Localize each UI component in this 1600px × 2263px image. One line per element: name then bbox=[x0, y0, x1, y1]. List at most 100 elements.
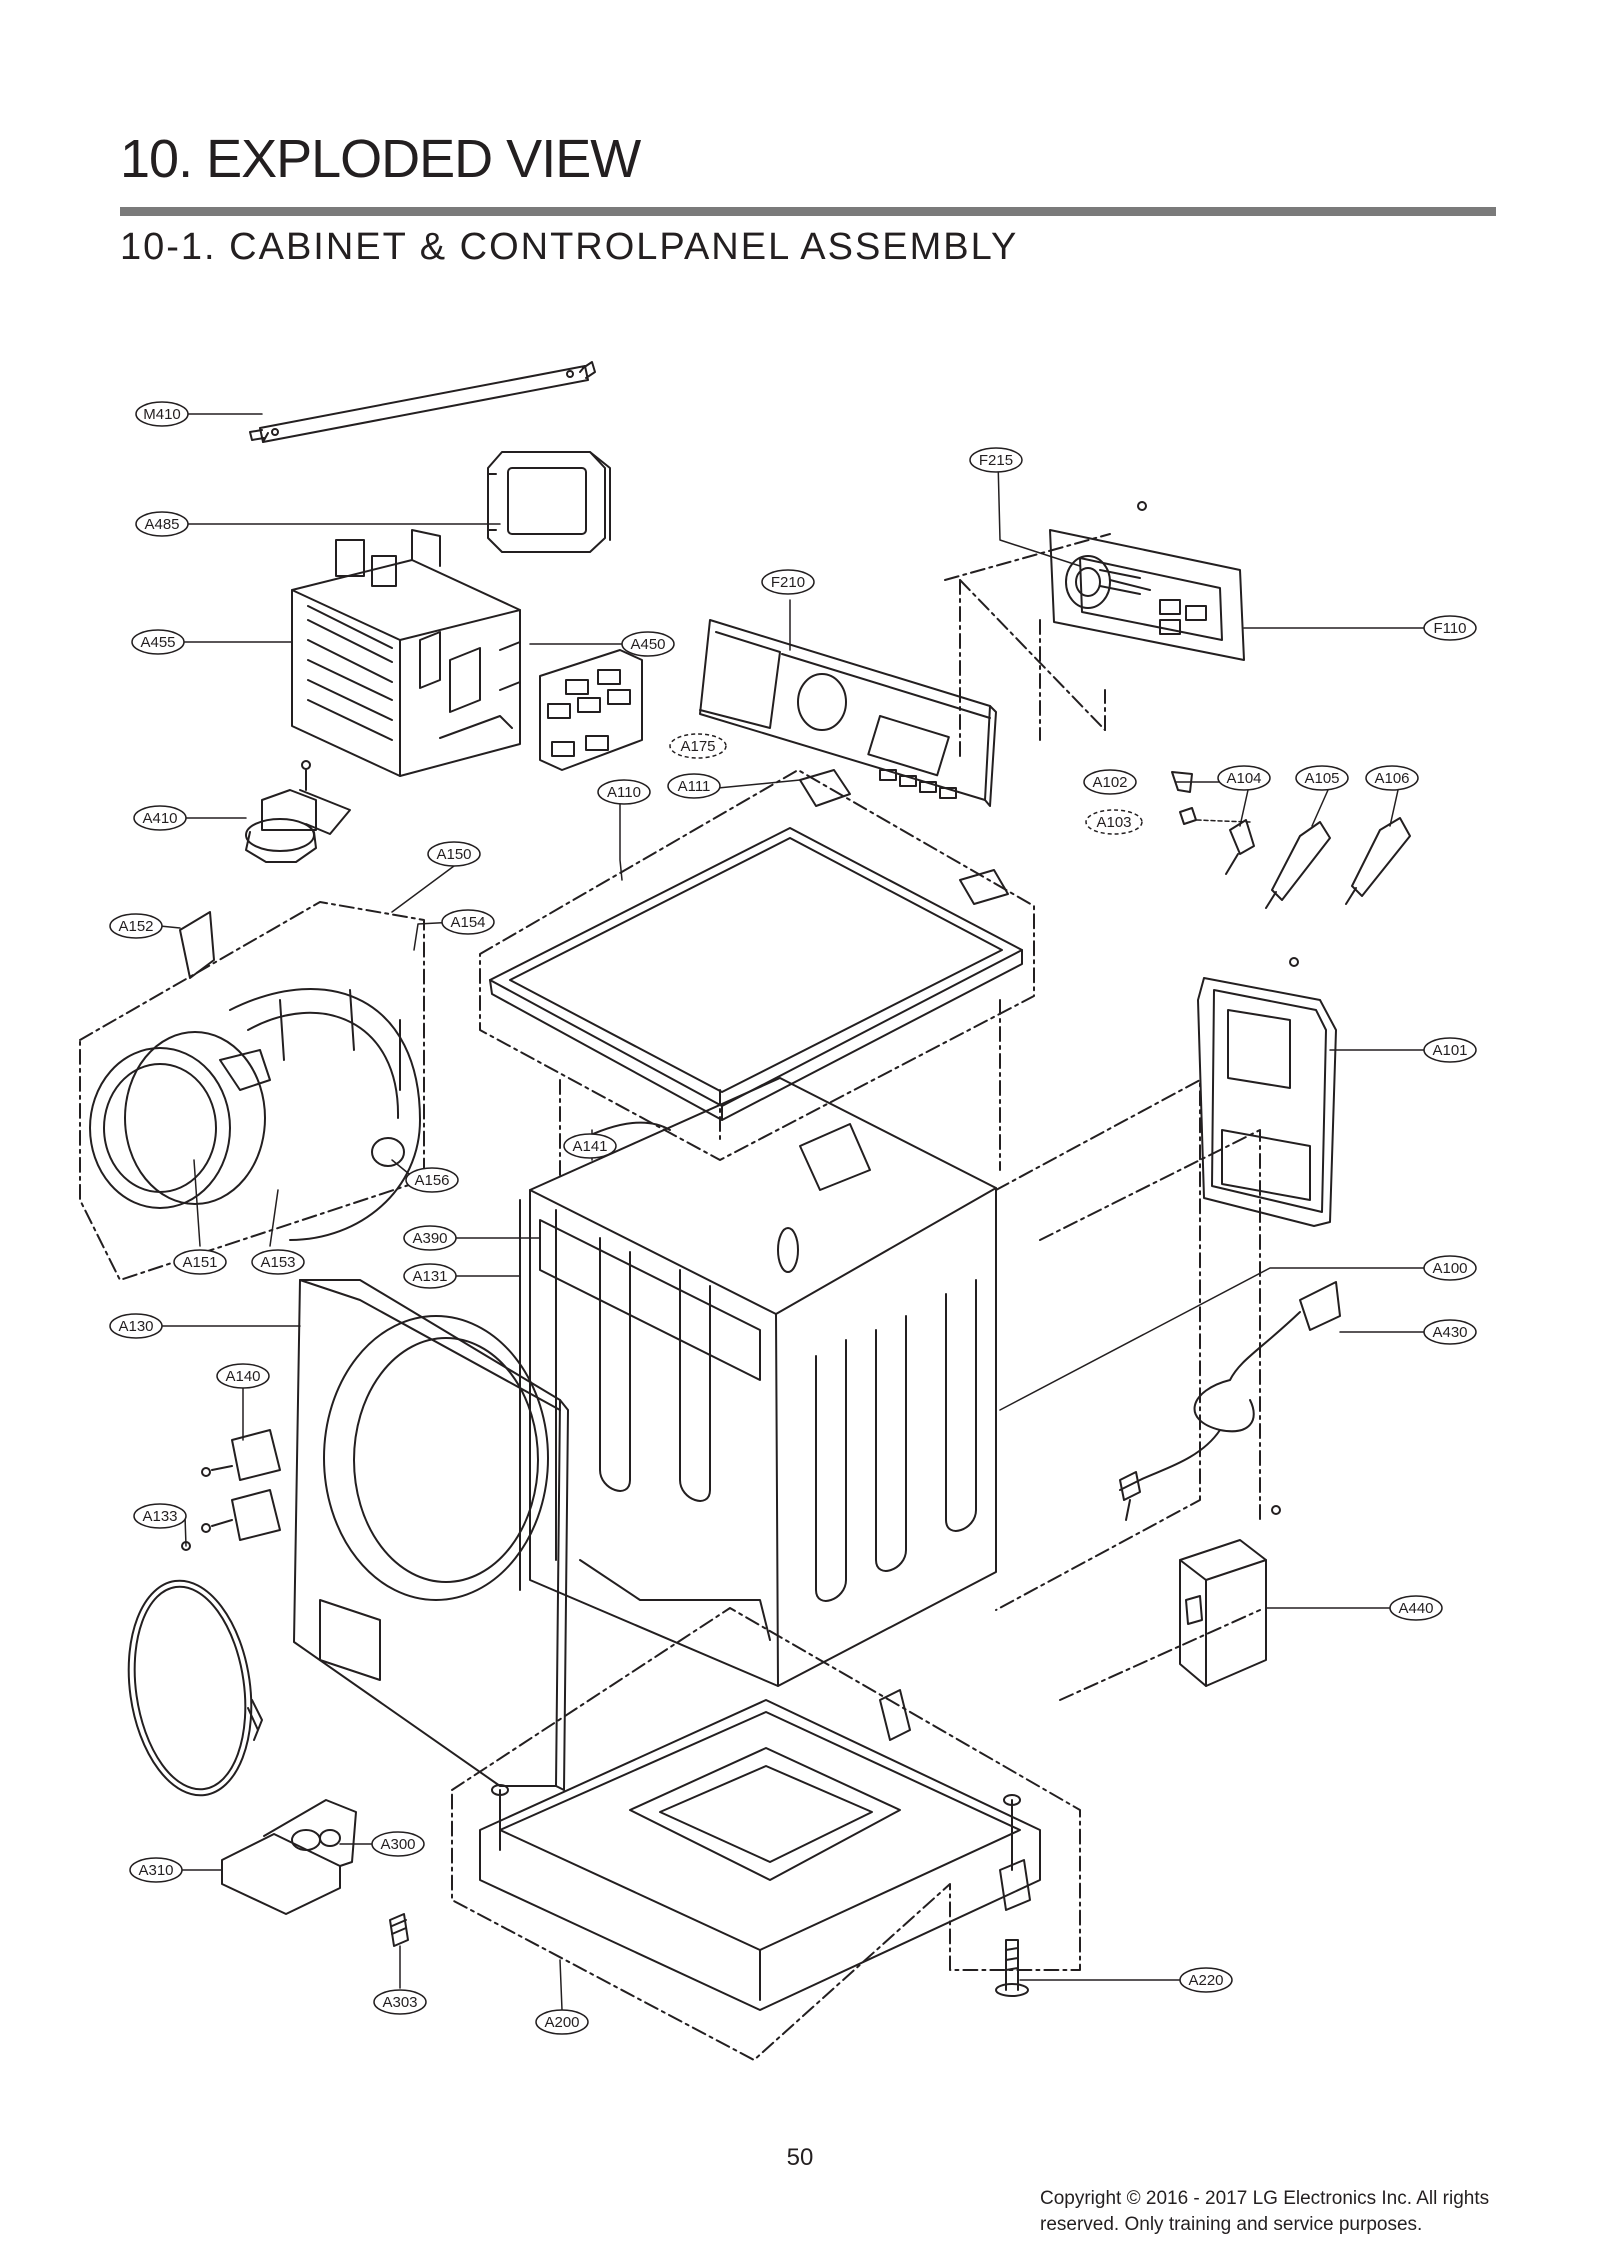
callout-label: M410 bbox=[143, 406, 181, 423]
copyright-line: reserved. Only training and service purp… bbox=[1040, 2214, 1423, 2235]
callout-label: A105 bbox=[1304, 770, 1339, 787]
callout-a133: A133 bbox=[133, 1503, 187, 1529]
callout-a111: A111 bbox=[667, 773, 721, 799]
callout-label: A151 bbox=[182, 1254, 217, 1271]
callout-a410: A410 bbox=[133, 805, 187, 831]
callout-a102: A102 bbox=[1083, 769, 1137, 795]
knob-assembly-part bbox=[1065, 501, 1151, 609]
callout-label: A450 bbox=[630, 636, 665, 653]
callout-label: A310 bbox=[138, 1862, 173, 1879]
callout-label: A430 bbox=[1432, 1324, 1467, 1341]
copyright-notice: Copyright © 2016 - 2017 LG Electronics I… bbox=[1040, 2186, 1540, 2238]
callout-label: F210 bbox=[771, 574, 805, 591]
callout-a154: A154 bbox=[441, 909, 495, 935]
callout-label: A130 bbox=[118, 1318, 153, 1335]
callout-a300: A300 bbox=[371, 1831, 425, 1857]
small-valve-parts bbox=[1171, 771, 1411, 909]
callout-a150: A150 bbox=[427, 841, 481, 867]
callout-a310: A310 bbox=[129, 1857, 183, 1883]
diagram-drawing bbox=[79, 361, 1425, 2061]
callout-label: A102 bbox=[1092, 774, 1127, 791]
harness-clips-part bbox=[539, 649, 643, 771]
callout-label: A133 bbox=[142, 1508, 177, 1525]
page-title: 10. EXPLODED VIEW bbox=[120, 129, 641, 189]
callout-a104: A104 bbox=[1217, 765, 1271, 791]
callout-label: A140 bbox=[225, 1368, 260, 1385]
callout-label: A390 bbox=[412, 1230, 447, 1247]
callout-f210: F210 bbox=[761, 569, 815, 595]
callout-a100: A100 bbox=[1423, 1255, 1477, 1281]
callout-a140: A140 bbox=[216, 1363, 270, 1389]
power-cord-part bbox=[1119, 1281, 1341, 1521]
callout-a156: A156 bbox=[405, 1167, 459, 1193]
callout-a220: A220 bbox=[1179, 1967, 1233, 1993]
panel-mounting-lines bbox=[944, 533, 1111, 761]
callout-label: A103 bbox=[1096, 814, 1131, 831]
callout-label: A131 bbox=[412, 1268, 447, 1285]
main-pcb-box-part bbox=[291, 529, 521, 777]
callout-m410: M410 bbox=[135, 401, 189, 427]
callout-label: F215 bbox=[979, 452, 1013, 469]
copyright-line: Copyright © 2016 - 2017 LG Electronics I… bbox=[1040, 2188, 1490, 2209]
callout-label: A303 bbox=[382, 1994, 417, 2011]
page-number: 50 bbox=[786, 2144, 814, 2171]
leveling-foot-part bbox=[995, 1939, 1029, 1997]
callout-a110: A110 bbox=[597, 779, 651, 805]
callout-a152: A152 bbox=[109, 913, 163, 939]
door-gasket-ring-part bbox=[127, 1541, 263, 1797]
top-bracket-part bbox=[249, 361, 596, 443]
callout-label: A100 bbox=[1432, 1260, 1467, 1277]
callout-label: A153 bbox=[260, 1254, 295, 1271]
base-dash-outline bbox=[451, 1607, 1081, 2061]
section-title: 10-1. CABINET & CONTROLPANEL ASSEMBLY bbox=[120, 226, 1019, 268]
back-panel-part bbox=[1197, 957, 1337, 1227]
callout-a440: A440 bbox=[1389, 1595, 1443, 1621]
callout-a450: A450 bbox=[621, 631, 675, 657]
door-hinge-part bbox=[201, 1429, 281, 1541]
top-cover-part bbox=[489, 827, 1023, 1121]
callout-label: A106 bbox=[1374, 770, 1409, 787]
callout-label: A175 bbox=[680, 738, 715, 755]
callout-a141: A141 bbox=[563, 1133, 617, 1159]
callout-label: A200 bbox=[544, 2014, 579, 2031]
door-assembly-dash-outline bbox=[79, 901, 425, 1281]
callout-a105: A105 bbox=[1295, 765, 1349, 791]
callout-label: A410 bbox=[142, 810, 177, 827]
callout-label: A141 bbox=[572, 1138, 607, 1155]
callout-label: A104 bbox=[1226, 770, 1261, 787]
title-divider bbox=[120, 207, 1496, 216]
callout-label: A152 bbox=[118, 918, 153, 935]
callout-a101: A101 bbox=[1423, 1037, 1477, 1063]
callout-labels: M410 A485 A455 A450 F215 F210 F110 A175 … bbox=[109, 401, 1477, 2035]
filter-cover-part bbox=[221, 1799, 357, 1915]
door-assembly-part bbox=[89, 911, 421, 1241]
callout-a390: A390 bbox=[403, 1225, 457, 1251]
filter-cap-part bbox=[389, 1913, 409, 1947]
callout-a153: A153 bbox=[251, 1249, 305, 1275]
callout-a200: A200 bbox=[535, 2009, 589, 2035]
callout-a130: A130 bbox=[109, 1313, 163, 1339]
hinge-part bbox=[799, 769, 1009, 905]
base-frame-part bbox=[479, 1689, 1041, 2011]
front-panel-part bbox=[293, 1279, 569, 1791]
callout-label: A440 bbox=[1398, 1600, 1433, 1617]
callout-a175: A175 bbox=[669, 733, 727, 759]
callout-label: A485 bbox=[144, 516, 179, 533]
callout-f110: F110 bbox=[1423, 615, 1477, 641]
callout-a131: A131 bbox=[403, 1263, 457, 1289]
callout-a303: A303 bbox=[373, 1989, 427, 2015]
control-pcb-part bbox=[1049, 529, 1245, 661]
control-panel-part bbox=[699, 619, 997, 807]
callout-a106: A106 bbox=[1365, 765, 1419, 791]
callout-a485: A485 bbox=[135, 511, 189, 537]
callout-a151: A151 bbox=[173, 1249, 227, 1275]
callout-label: A110 bbox=[607, 784, 641, 801]
callout-label: F110 bbox=[1433, 620, 1466, 637]
display-module-part bbox=[487, 451, 611, 553]
cabinet-dash-lines bbox=[559, 999, 1261, 1701]
callout-f215: F215 bbox=[969, 447, 1023, 473]
callout-label: A150 bbox=[436, 846, 471, 863]
callout-a103: A103 bbox=[1085, 809, 1143, 835]
pressure-switch-part bbox=[245, 760, 351, 863]
